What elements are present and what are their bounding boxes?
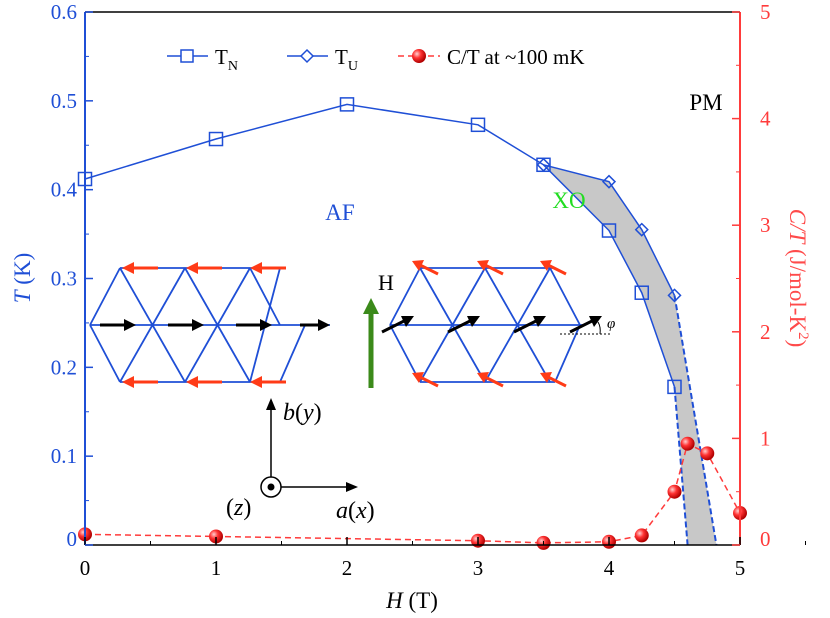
x-tick-label: 4 bbox=[604, 556, 615, 580]
right-y-tick-label: 4 bbox=[760, 107, 771, 131]
x-tick-label: 3 bbox=[473, 556, 484, 580]
tn-point bbox=[601, 223, 617, 238]
tn-point bbox=[667, 379, 682, 395]
x-tick-label: 1 bbox=[211, 556, 222, 580]
right-y-axis-title: C/T (J/mol-K2) bbox=[785, 209, 811, 348]
left-y-tick-label: 0.4 bbox=[51, 178, 78, 202]
left-y-tick-label: 0.1 bbox=[51, 444, 77, 468]
left-y-tick-label: 0.6 bbox=[51, 0, 77, 24]
right-y-tick-label: 2 bbox=[760, 320, 771, 344]
tu-point bbox=[667, 288, 682, 303]
lattice-inset-zero-field bbox=[89, 262, 330, 388]
left-y-axis-title: T (K) bbox=[10, 253, 35, 303]
angle-label: φ bbox=[607, 316, 615, 332]
spins-middle-row bbox=[100, 319, 330, 331]
x-axis-title: H (T) bbox=[385, 588, 438, 613]
ct-point bbox=[680, 436, 695, 451]
canted-spins-top bbox=[412, 260, 567, 276]
pm-label: PM bbox=[689, 90, 722, 115]
tu-point bbox=[601, 174, 617, 189]
crystal-axes: b(y) a(x) (z) bbox=[226, 398, 375, 524]
canted-spins-bottom bbox=[412, 372, 567, 388]
legend-label-tn: TN bbox=[215, 45, 238, 74]
left-y-tick-label: 0.5 bbox=[51, 89, 77, 113]
legend: TN TU C/T at ~100 mK bbox=[167, 45, 585, 74]
a-axis-label: a(x) bbox=[336, 498, 375, 524]
ct-line bbox=[84, 442, 741, 544]
x-tick-label: 0 bbox=[80, 556, 91, 580]
ct-point bbox=[209, 529, 223, 544]
tu-extrapolation-line bbox=[673, 295, 718, 546]
tu-point bbox=[536, 157, 551, 172]
left-y-tick-label: 0.2 bbox=[51, 355, 77, 379]
x-tick-label: 2 bbox=[342, 556, 353, 580]
left-y-tick-label: 0 bbox=[67, 527, 78, 551]
ct-point bbox=[700, 446, 715, 461]
right-y-tick-label: 1 bbox=[760, 426, 771, 450]
right-y-tick-label: 3 bbox=[760, 213, 771, 237]
legend-item-tn: TN bbox=[167, 45, 238, 74]
right-y-tick-label: 0 bbox=[760, 527, 771, 551]
legend-label-tu: TU bbox=[335, 45, 358, 74]
tn-line bbox=[84, 103, 676, 388]
ct-point bbox=[667, 484, 682, 499]
angle-arc bbox=[597, 321, 601, 335]
left-y-tick-label: 0.3 bbox=[51, 267, 77, 291]
xo-crossover-region bbox=[543, 164, 717, 545]
ct-point bbox=[634, 528, 649, 543]
tn-point bbox=[470, 117, 486, 133]
canted-spins-middle bbox=[381, 316, 602, 334]
spins-top-row bbox=[122, 262, 286, 274]
tn-point bbox=[339, 97, 355, 112]
x-tick-label: 5 bbox=[735, 556, 746, 580]
lattice-inset-in-field: φ bbox=[381, 260, 615, 388]
right-y-tick-label: 5 bbox=[760, 0, 771, 24]
field-arrow-h: H bbox=[363, 270, 394, 388]
field-label: H bbox=[378, 270, 394, 295]
spins-bottom-row bbox=[122, 376, 286, 388]
xo-label: XO bbox=[552, 188, 585, 213]
tu-point bbox=[634, 222, 649, 237]
legend-label-ct: C/T at ~100 mK bbox=[447, 45, 585, 69]
z-axis-label: (z) bbox=[226, 495, 251, 521]
tu-line bbox=[543, 164, 676, 296]
tn-point bbox=[208, 131, 224, 147]
b-axis-label: b(y) bbox=[283, 400, 322, 426]
legend-item-tu: TU bbox=[287, 45, 358, 74]
legend-item-ct: C/T at ~100 mK bbox=[398, 45, 585, 69]
series-lines bbox=[84, 103, 741, 546]
af-label: AF bbox=[325, 200, 354, 225]
tn-point bbox=[634, 285, 649, 300]
